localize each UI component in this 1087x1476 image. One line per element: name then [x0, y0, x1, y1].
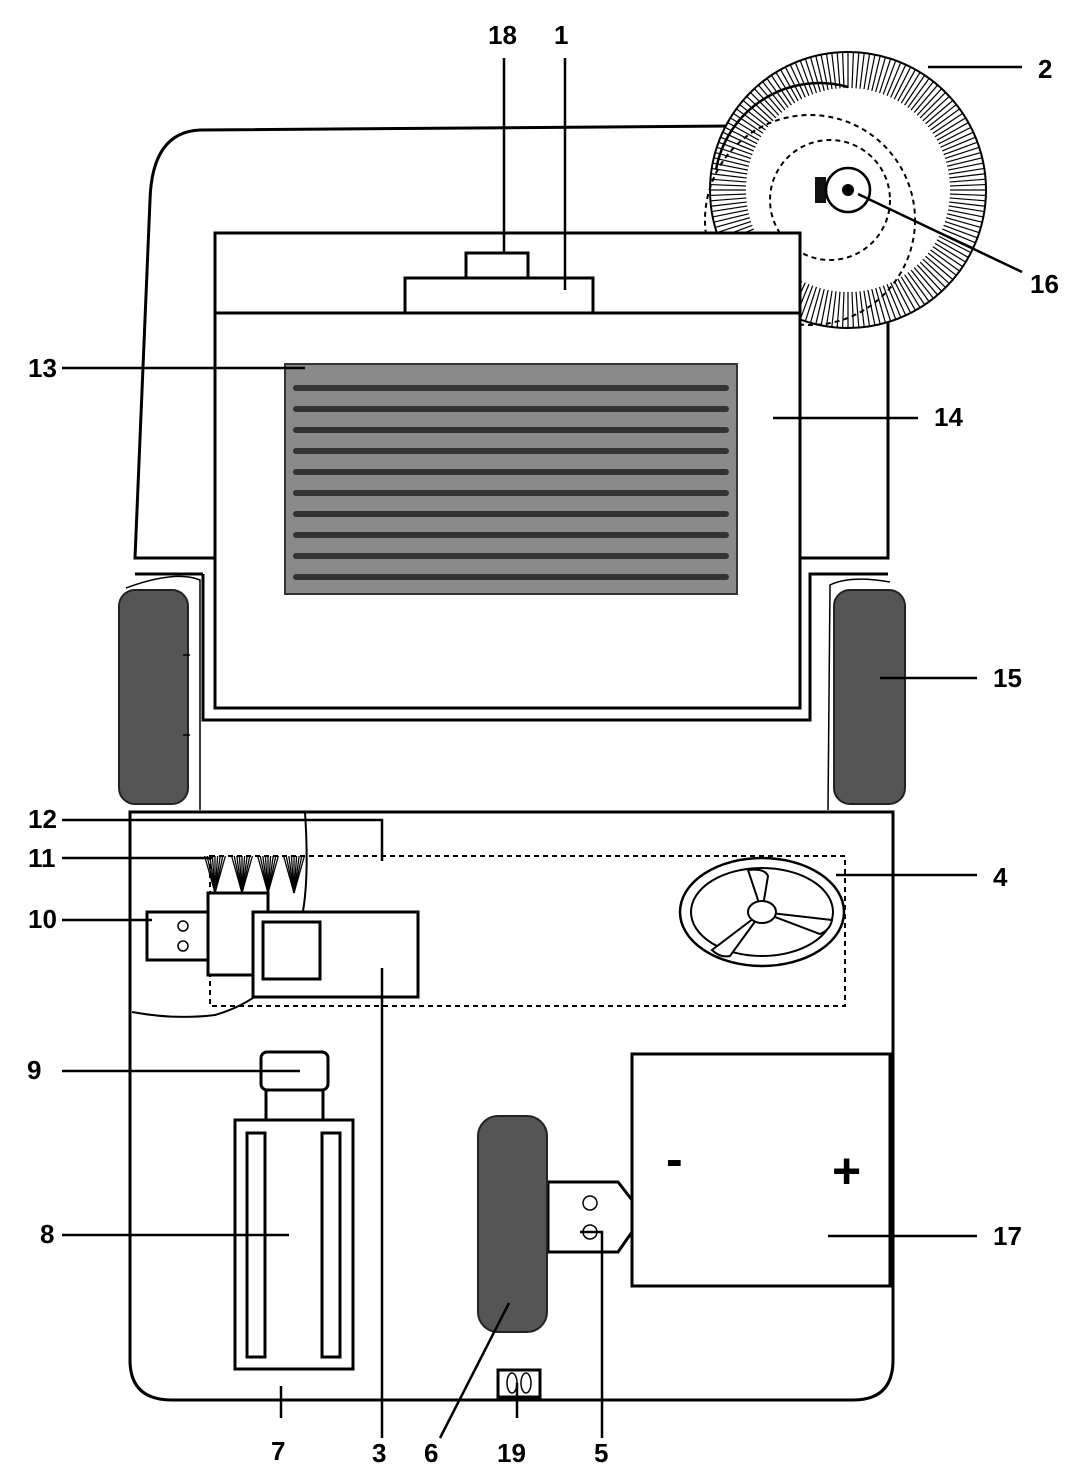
- side-brush-inner-circle: [769, 139, 891, 261]
- leader-lines: [62, 58, 1023, 1439]
- callout-11: 11: [28, 843, 56, 873]
- side-brush-motor-block: [815, 177, 826, 203]
- callout-8: 8: [40, 1219, 54, 1249]
- callout-15: 15: [993, 663, 1022, 693]
- callout-10: 10: [28, 904, 57, 934]
- bin-handle: [403, 276, 595, 315]
- bin-housing-outline: [201, 572, 888, 722]
- left-wheel: [118, 575, 201, 810]
- callout-7: 7: [271, 1436, 285, 1466]
- roller-brush-bristles: [203, 855, 306, 894]
- callout-6: 6: [424, 1438, 438, 1468]
- brush-cable: [131, 811, 308, 1018]
- callout-19: 19: [497, 1438, 526, 1468]
- main-roller-window: [261, 920, 322, 981]
- callout-18: 18: [488, 20, 517, 50]
- side-brush-axle: [842, 184, 854, 196]
- callout-14: 14: [934, 402, 963, 432]
- callout-13: 13: [28, 353, 57, 383]
- drive-wheel-mount: [546, 1180, 634, 1254]
- callout-1: 1: [554, 20, 568, 50]
- roller-end-cap: [145, 910, 212, 962]
- caster-wheel: [678, 856, 846, 968]
- battery-plus-sign: +: [832, 1143, 861, 1199]
- callout-2: 2: [1038, 54, 1052, 84]
- callout-16: 16: [1030, 269, 1059, 299]
- tank-neck: [264, 1088, 325, 1122]
- drive-wheel: [477, 1115, 548, 1333]
- tank-slot-right: [320, 1131, 342, 1359]
- callout-5: 5: [594, 1438, 608, 1468]
- callout-9: 9: [27, 1055, 41, 1085]
- battery-minus-sign: -: [666, 1131, 683, 1187]
- filter: [284, 363, 738, 595]
- callout-12: 12: [28, 804, 57, 834]
- callout-4: 4: [993, 862, 1008, 892]
- tank-slot-left: [245, 1131, 267, 1359]
- bin-release-button: [464, 251, 530, 280]
- right-wheel: [827, 578, 906, 811]
- callout-labels: 1 2 3 4 5 6 7 8 9 10 11 12 13 14 15 16 1…: [27, 20, 1059, 1468]
- battery: [630, 1052, 892, 1288]
- callout-17: 17: [993, 1221, 1022, 1251]
- callout-3: 3: [372, 1438, 386, 1468]
- cliff-sensor: [496, 1368, 542, 1399]
